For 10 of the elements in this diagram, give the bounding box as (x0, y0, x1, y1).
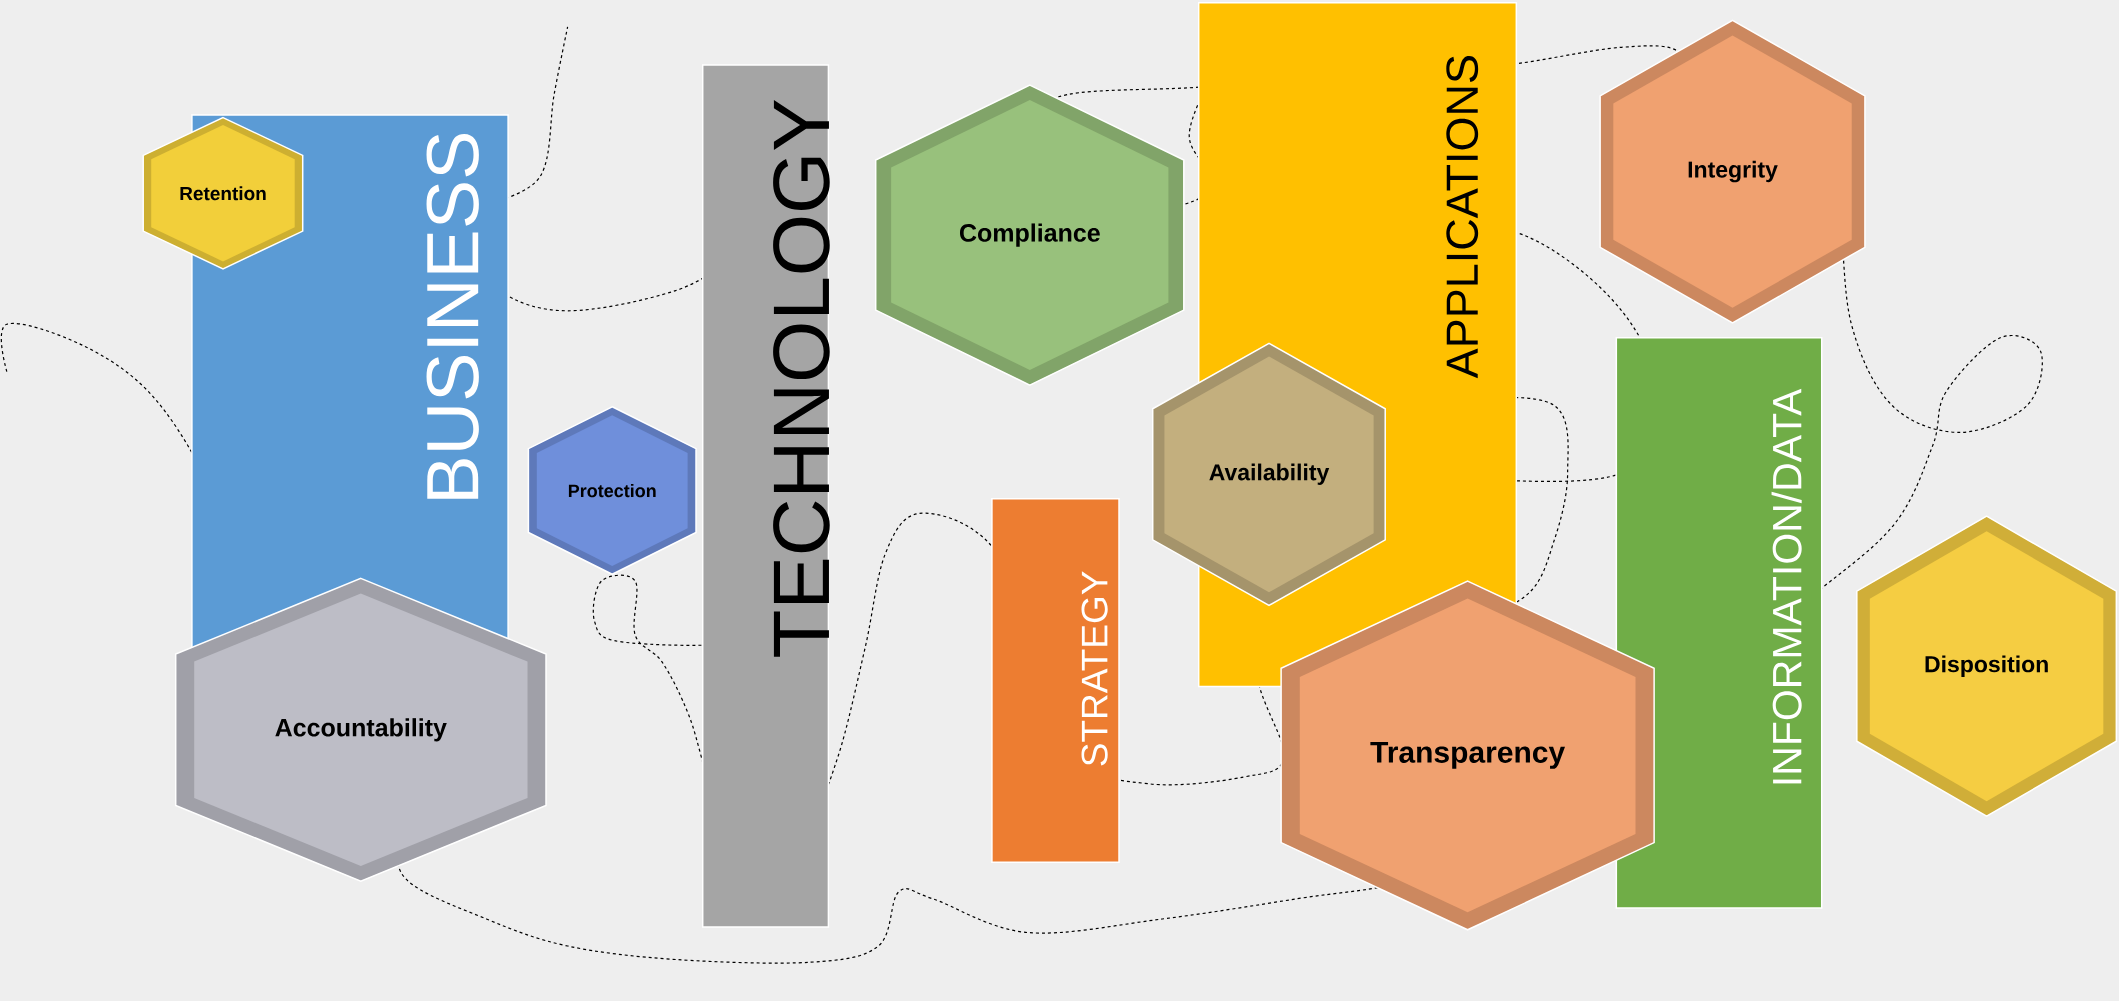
hexagon: Accountability (174, 577, 547, 882)
hexagon: Compliance (874, 84, 1185, 386)
hexagon: Disposition (1856, 515, 2118, 818)
hexagon: Availability (1151, 342, 1386, 607)
bar-box: TECHNOLOGY (701, 64, 830, 928)
hexagon: Integrity (1599, 19, 1866, 324)
bar-box: INFORMATION/DATA (1615, 337, 1823, 909)
hexagon: Transparency (1280, 580, 1655, 931)
hexagon: Retention (142, 116, 304, 270)
bar-box: STRATEGY (991, 497, 1120, 863)
